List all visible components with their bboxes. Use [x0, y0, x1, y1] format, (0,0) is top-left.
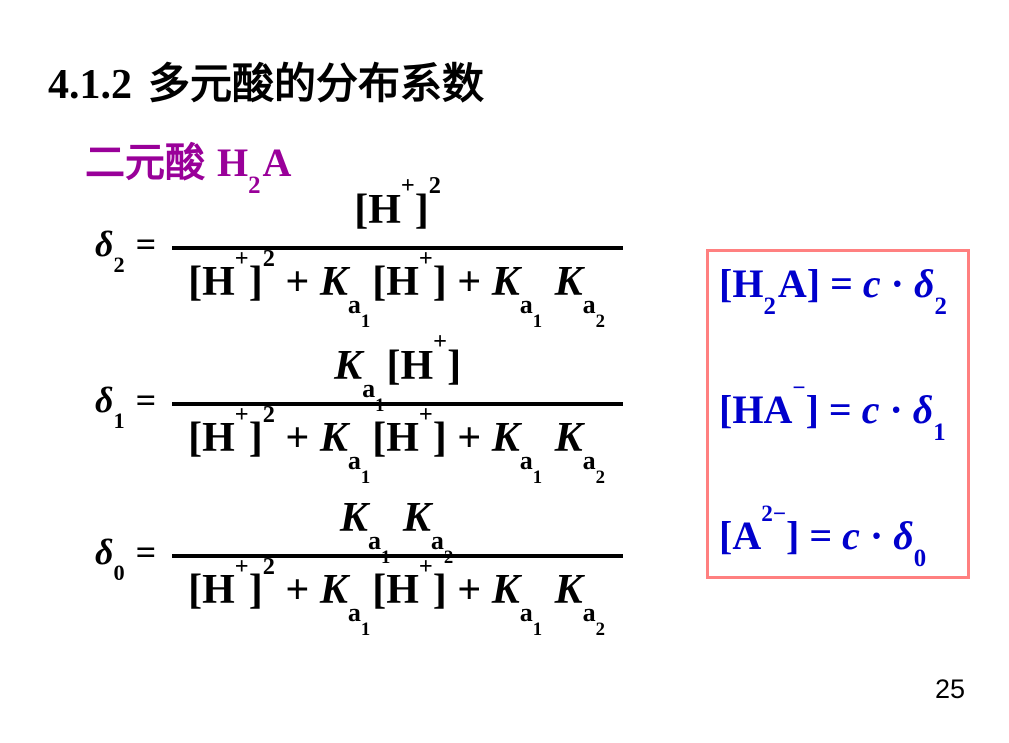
subtitle: 二元酸 H2A — [85, 130, 292, 200]
box-line-h2a: [H2A] = c · δ2 — [719, 261, 947, 321]
subtitle-label: 二元酸 — [85, 140, 205, 185]
concentration-box: [H2A] = c · δ2 [HA−] = c · δ1 [A2−] = c … — [706, 249, 970, 579]
page-title: 4.1.2 多元酸的分布系数 — [48, 50, 484, 111]
formula-lhs: δ1 = — [95, 380, 157, 433]
title-section-number: 4.1.2 — [48, 62, 132, 108]
formula-delta-1: δ1 = Ka1[H+] [H+]2 + Ka1[H+] + Ka1 Ka2 — [95, 328, 624, 487]
fraction: [H+]2 [H+]2 + Ka1[H+] + Ka1 Ka2 — [172, 172, 624, 331]
fraction-denominator: [H+]2 + Ka1[H+] + Ka1 Ka2 — [172, 246, 624, 331]
fraction-numerator: Ka1 Ka2 — [339, 495, 454, 569]
formula-delta-2: δ2 = [H+]2 [H+]2 + Ka1[H+] + Ka1 Ka2 — [95, 172, 624, 331]
box-line-ha: [HA−] = c · δ1 — [719, 374, 946, 447]
page-number: 25 — [934, 674, 965, 704]
fraction-denominator: [H+]2 + Ka1[H+] + Ka1 Ka2 — [172, 554, 624, 639]
formula-delta-0: δ0 = Ka1 Ka2 [H+]2 + Ka1[H+] + Ka1 Ka2 — [95, 494, 624, 639]
fraction: Ka1 Ka2 [H+]2 + Ka1[H+] + Ka1 Ka2 — [172, 494, 624, 639]
formula-lhs: δ2 = — [95, 224, 157, 277]
fraction-numerator: Ka1[H+] — [334, 328, 462, 417]
fraction-numerator: [H+]2 — [354, 172, 441, 233]
subtitle-chemical-formula: H2A — [217, 140, 292, 200]
fraction: Ka1[H+] [H+]2 + Ka1[H+] + Ka1 Ka2 — [172, 328, 624, 487]
formula-lhs: δ0 = — [95, 532, 157, 585]
title-text: 多元酸的分布系数 — [148, 62, 485, 108]
fraction-denominator: [H+]2 + Ka1[H+] + Ka1 Ka2 — [172, 402, 624, 487]
box-line-a2: [A2−] = c · δ0 — [719, 500, 927, 573]
